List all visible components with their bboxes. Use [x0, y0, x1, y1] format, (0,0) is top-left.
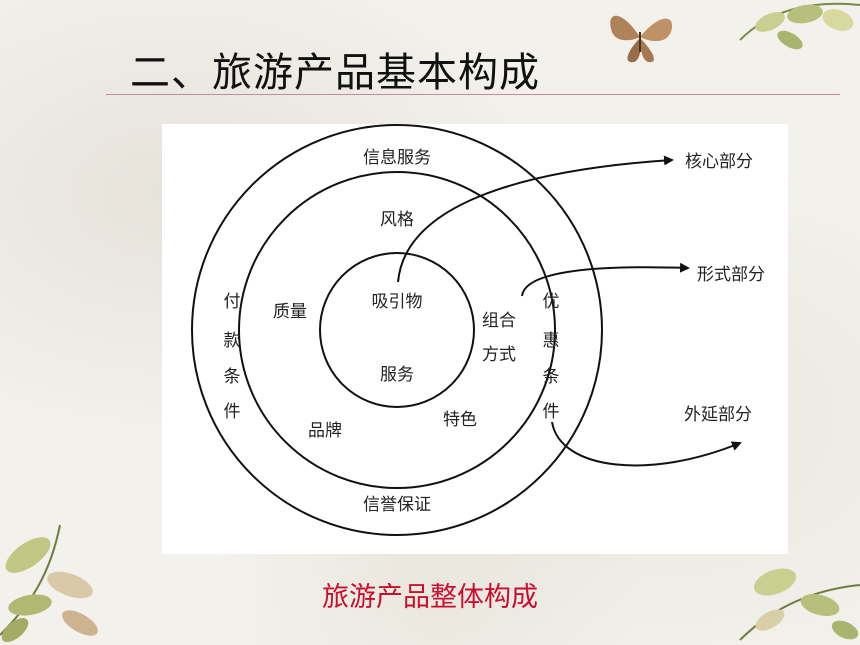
- leaf-branch-bottom-right-icon: [739, 568, 860, 641]
- label-discount-3: 条: [543, 367, 560, 387]
- page-title: 二、旅游产品基本构成: [130, 50, 540, 96]
- leaf-branch-bottom-left-icon: [0, 524, 98, 642]
- label-quality: 质量: [273, 302, 307, 322]
- title-divider: [106, 94, 840, 95]
- label-payment-1: 付: [224, 292, 241, 312]
- inner-ring: [319, 252, 475, 408]
- label-service: 服务: [380, 365, 414, 385]
- arrow-extension: [551, 421, 742, 467]
- label-info-service: 信息服务: [363, 148, 431, 168]
- label-combination: 组合: [482, 311, 516, 331]
- label-discount-1: 优: [543, 292, 560, 312]
- label-attraction: 吸引物: [372, 292, 423, 312]
- arrow-core: [397, 155, 674, 283]
- middle-ring: [238, 171, 556, 489]
- label-payment-2: 款: [224, 331, 241, 351]
- label-style: 风格: [380, 210, 414, 230]
- label-discount-4: 件: [543, 402, 560, 422]
- butterfly-icon: [610, 15, 673, 63]
- label-extension-part: 外延部分: [684, 405, 752, 425]
- diagram-caption: 旅游产品整体构成: [322, 582, 538, 613]
- label-feature: 特色: [443, 410, 477, 430]
- label-reputation: 信誉保证: [363, 495, 431, 515]
- label-brand: 品牌: [308, 421, 342, 441]
- label-payment-4: 件: [224, 402, 241, 422]
- diagram-panel: [162, 124, 788, 554]
- arrow-form: [521, 262, 690, 297]
- label-payment-3: 条: [224, 367, 241, 387]
- outer-ring: [191, 124, 603, 536]
- label-method: 方式: [482, 345, 516, 365]
- label-discount-2: 惠: [543, 331, 560, 351]
- leaf-branch-top-right-icon: [739, 2, 860, 50]
- label-core-part: 核心部分: [685, 152, 753, 172]
- label-form-part: 形式部分: [697, 265, 765, 285]
